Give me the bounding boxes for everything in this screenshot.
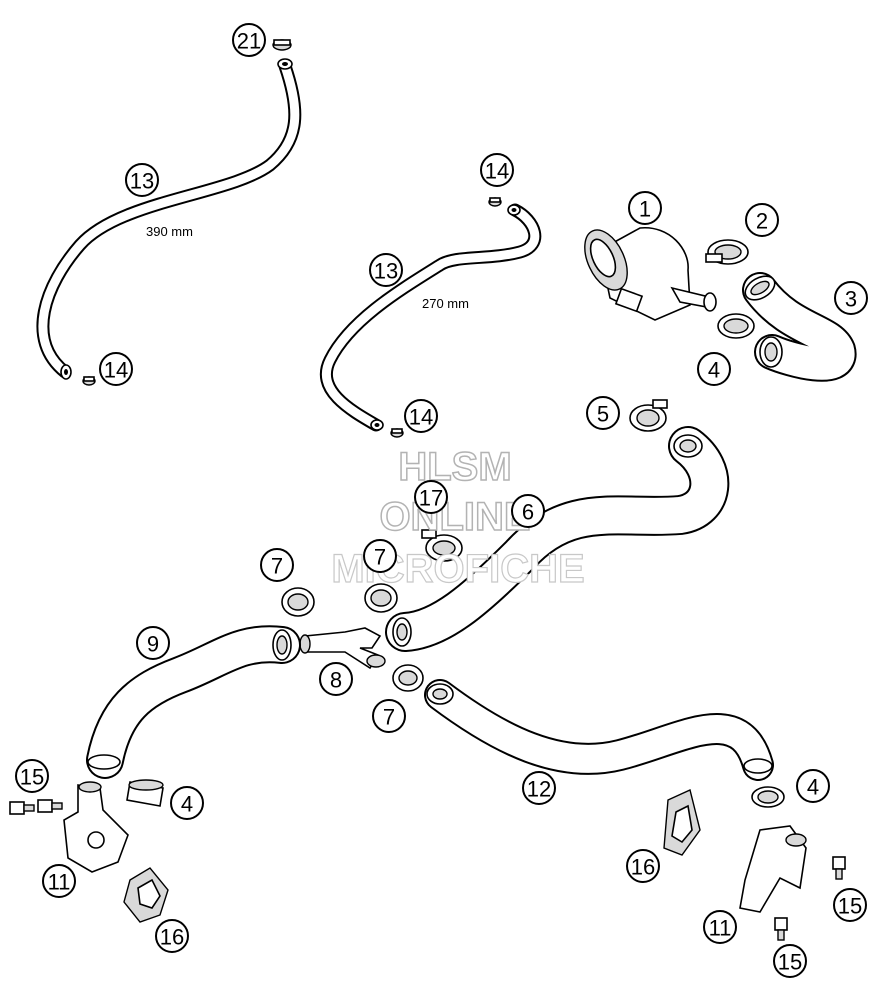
callout-2: 2 — [745, 203, 779, 237]
hose-13-long — [36, 58, 302, 380]
clamp-7-middle — [364, 583, 398, 613]
gasket-16-left — [123, 867, 169, 923]
ring-4-left — [126, 779, 164, 807]
callout-16-left: 16 — [155, 919, 189, 953]
watermark-line-2: ONLINE — [379, 495, 530, 539]
bolt-15-left-b — [37, 799, 63, 813]
callout-13-long: 13 — [125, 163, 159, 197]
callout-7-bottom: 7 — [372, 699, 406, 733]
svg-text:7: 7 — [271, 554, 283, 579]
dimension-long-hose: 390 mm — [146, 224, 193, 239]
callout-11-left: 11 — [42, 864, 76, 898]
connector-8 — [299, 627, 386, 670]
svg-text:16: 16 — [160, 925, 184, 950]
svg-text:7: 7 — [383, 705, 395, 730]
callout-12: 12 — [522, 771, 556, 805]
clamp-2 — [705, 239, 749, 265]
svg-text:14: 14 — [409, 405, 433, 430]
housing-11-right — [739, 825, 807, 913]
callout-21: 21 — [232, 23, 266, 57]
watermark-line-1: HLSM — [398, 445, 511, 489]
svg-text:11: 11 — [709, 916, 732, 941]
svg-text:12: 12 — [527, 777, 551, 802]
callout-8: 8 — [319, 662, 353, 696]
callout-7-left: 7 — [260, 548, 294, 582]
callout-6: 6 — [511, 494, 545, 528]
clamp-7-bottom — [392, 664, 424, 692]
svg-text:3: 3 — [845, 287, 857, 312]
bolt-15-right-b — [774, 917, 788, 941]
callout-1: 1 — [628, 191, 662, 225]
component-1 — [584, 227, 717, 321]
bolt-15-left-a — [9, 801, 35, 815]
hose-12 — [424, 679, 774, 781]
callout-14-top: 14 — [480, 153, 514, 187]
clip-14-top — [488, 197, 502, 207]
callout-3: 3 — [834, 281, 868, 315]
clip-14-mid — [390, 428, 404, 438]
svg-text:4: 4 — [181, 792, 193, 817]
callout-5: 5 — [586, 396, 620, 430]
svg-text:6: 6 — [522, 500, 534, 525]
svg-text:4: 4 — [708, 358, 720, 383]
svg-text:13: 13 — [130, 169, 154, 194]
callout-15-right-b: 15 — [773, 944, 807, 978]
callout-13-short: 13 — [369, 253, 403, 287]
callout-16-right: 16 — [626, 849, 660, 883]
callout-4-top: 4 — [697, 352, 731, 386]
svg-text:21: 21 — [237, 29, 261, 54]
clamp-5 — [629, 399, 668, 432]
svg-text:15: 15 — [20, 765, 44, 790]
callout-9: 9 — [136, 626, 170, 660]
svg-text:17: 17 — [419, 486, 443, 511]
callout-14-mid: 14 — [404, 399, 438, 433]
hose-6 — [385, 426, 730, 652]
clip-14-left — [82, 376, 96, 386]
hose-3 — [742, 272, 857, 382]
callout-7-middle: 7 — [363, 539, 397, 573]
housing-11-left — [63, 781, 129, 873]
clamp-17 — [421, 529, 463, 562]
callout-17: 17 — [414, 480, 448, 514]
svg-text:5: 5 — [597, 402, 609, 427]
svg-text:16: 16 — [631, 855, 655, 880]
hose-13-short — [319, 203, 542, 432]
clamp-4-right — [751, 786, 785, 808]
svg-text:9: 9 — [147, 632, 159, 657]
svg-text:7: 7 — [374, 545, 386, 570]
svg-text:11: 11 — [48, 870, 71, 895]
hose-9 — [86, 625, 301, 779]
svg-text:4: 4 — [807, 775, 819, 800]
dimension-short-hose: 270 mm — [422, 296, 469, 311]
svg-text:8: 8 — [330, 668, 342, 693]
callout-14-left: 14 — [99, 352, 133, 386]
svg-text:15: 15 — [838, 894, 862, 919]
callout-4-right: 4 — [796, 769, 830, 803]
clamp-4-top — [717, 313, 755, 339]
svg-text:13: 13 — [374, 259, 398, 284]
svg-text:14: 14 — [104, 358, 128, 383]
callout-15-left: 15 — [15, 759, 49, 793]
bolt-15-right-a — [832, 856, 846, 880]
callout-11-right: 11 — [703, 910, 737, 944]
clamp-7-left — [281, 587, 315, 617]
svg-text:15: 15 — [778, 950, 802, 975]
callout-15-right-a: 15 — [833, 888, 867, 922]
gasket-16-right — [663, 789, 701, 856]
svg-text:14: 14 — [485, 159, 509, 184]
callout-4-left: 4 — [170, 786, 204, 820]
svg-text:2: 2 — [756, 209, 768, 234]
svg-text:1: 1 — [639, 197, 651, 222]
clip-21 — [272, 39, 292, 51]
